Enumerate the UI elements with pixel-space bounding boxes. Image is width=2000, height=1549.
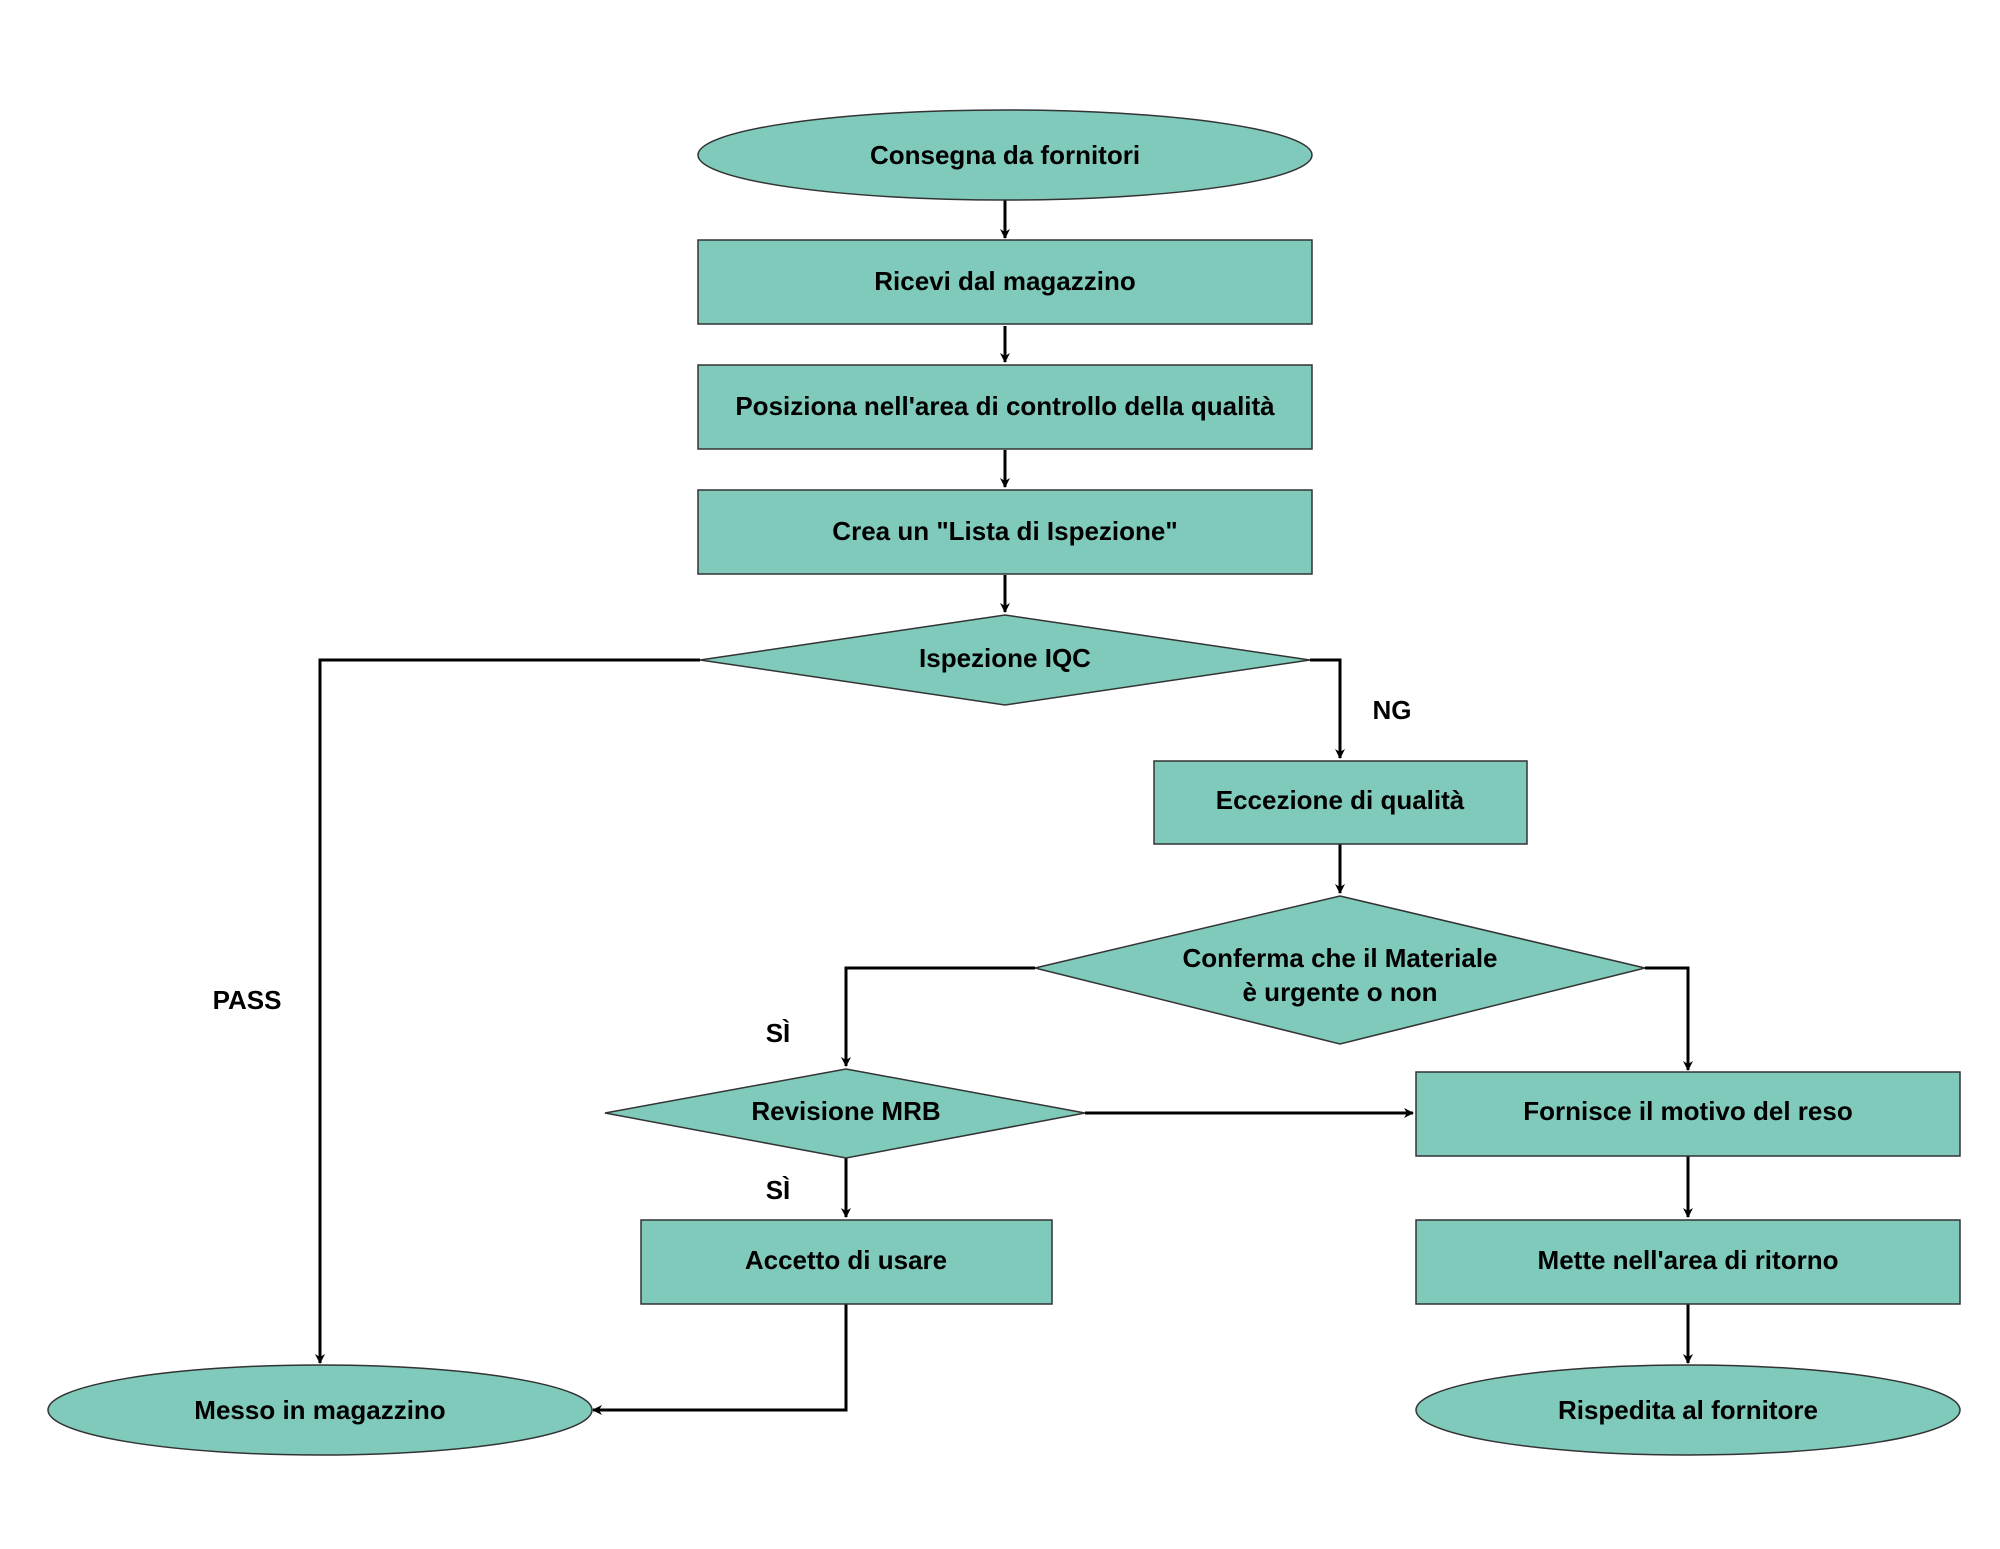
edge-iqc-ng: [1310, 658, 1345, 759]
node-accept: Accetto di usare: [640, 1219, 1053, 1305]
mrb-label: Revisione MRB: [751, 1096, 940, 1126]
accept-box: [640, 1219, 1053, 1305]
node-exception: Eccezione di qualità: [1153, 760, 1528, 845]
exception-label: Eccezione di qualità: [1216, 785, 1465, 815]
node-iqc: Ispezione IQC: [699, 614, 1311, 706]
edge-label-pass: PASS: [213, 985, 282, 1015]
node-reason: Fornisce il motivo del reso: [1415, 1071, 1961, 1157]
node-return-area: Mette nell'area di ritorno: [1415, 1219, 1961, 1305]
place-qc-label: Posiziona nell'area di controllo della q…: [735, 391, 1275, 421]
start-label: Consegna da fornitori: [870, 140, 1140, 170]
node-shipped-back: Rispedita al fornitore: [1415, 1364, 1961, 1456]
reason-box: [1415, 1071, 1961, 1157]
edge-accept-to-stored: [592, 1303, 848, 1415]
edge-confirm-no: [1645, 966, 1693, 1071]
iqc-diamond: [699, 614, 1311, 706]
reason-label: Fornisce il motivo del reso: [1523, 1096, 1852, 1126]
edge-label-ng: NG: [1373, 695, 1412, 725]
receive-label: Ricevi dal magazzino: [874, 266, 1136, 296]
node-start: Consegna da fornitori: [697, 109, 1313, 201]
create-list-box: [697, 489, 1313, 575]
confirm-diamond: [1034, 895, 1646, 1045]
iqc-label: Ispezione IQC: [919, 643, 1091, 673]
accept-label: Accetto di usare: [745, 1245, 947, 1275]
edge-confirm-yes: [841, 966, 1035, 1067]
stored-ellipse: [47, 1364, 593, 1456]
edges: [315, 200, 1693, 1415]
edge-iqc-pass: [315, 658, 700, 1364]
mrb-diamond: [604, 1068, 1086, 1159]
node-place-qc: Posiziona nell'area di controllo della q…: [697, 364, 1313, 450]
receive-box: [697, 239, 1313, 325]
edge-label-yes-mrb: SÌ: [766, 1175, 791, 1205]
node-stored: Messo in magazzino: [47, 1364, 593, 1456]
start-ellipse: [697, 109, 1313, 201]
node-create-list: Crea un "Lista di Ispezione": [697, 489, 1313, 575]
return-area-label: Mette nell'area di ritorno: [1538, 1245, 1839, 1275]
stored-label: Messo in magazzino: [194, 1395, 445, 1425]
shipped-back-label: Rispedita al fornitore: [1558, 1395, 1818, 1425]
confirm-label-line1: Conferma che il Materiale: [1183, 943, 1498, 973]
node-confirm: Conferma che il Materiale è urgente o no…: [1034, 895, 1646, 1045]
shipped-back-ellipse: [1415, 1364, 1961, 1456]
edge-label-yes-confirm: SÌ: [766, 1018, 791, 1048]
confirm-label-line2: è urgente o non: [1243, 977, 1438, 1007]
node-receive: Ricevi dal magazzino: [697, 239, 1313, 325]
node-mrb: Revisione MRB: [604, 1068, 1086, 1159]
return-area-box: [1415, 1219, 1961, 1305]
place-qc-box: [697, 364, 1313, 450]
create-list-label: Crea un "Lista di Ispezione": [832, 516, 1177, 546]
exception-box: [1153, 760, 1528, 845]
